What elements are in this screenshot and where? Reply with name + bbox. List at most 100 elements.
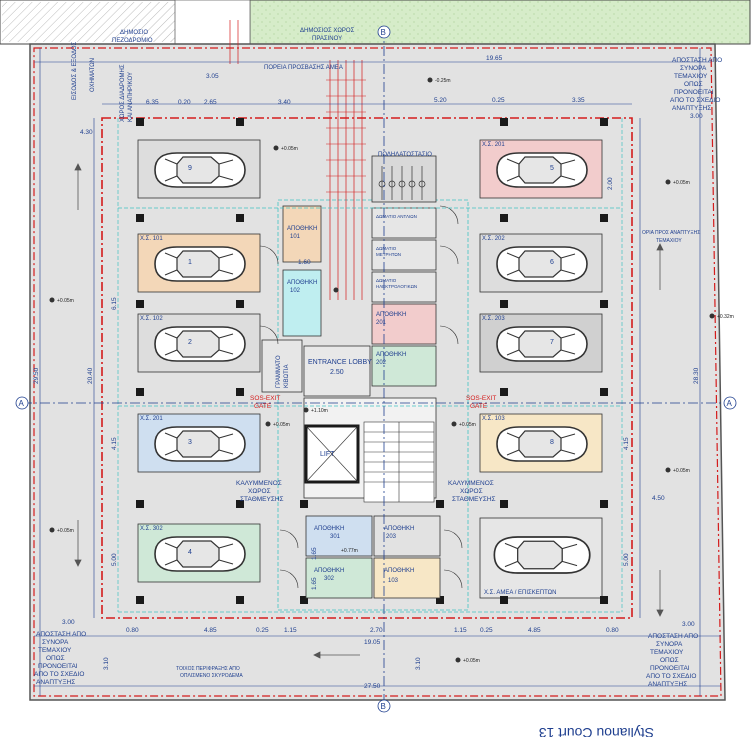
dim-side-2: 20.40: [87, 367, 94, 384]
dim-bottom-4: 0.25: [256, 627, 269, 634]
svg-text:ΑΠΟΣΤΑΣΗ ΑΠΟ: ΑΠΟΣΤΑΣΗ ΑΠΟ: [648, 633, 698, 640]
columns: [136, 118, 608, 604]
svg-text:ΟΠΩΣ: ΟΠΩΣ: [46, 655, 65, 662]
storage-203: [373, 515, 441, 557]
tech-room-2: [371, 239, 437, 271]
sos-exit-right: SOS-EXIT: [466, 395, 496, 402]
tech-room-1: [371, 207, 437, 239]
car-accessible: [493, 536, 591, 574]
parking-tag-5: Χ.Σ. 201: [482, 142, 505, 148]
boundary-note: ΟΡΙΑ ΠΡΟΣ ΑΝΑΠΤΥΞΗΣ ΤΕΜΑΧΙΟΥ: [642, 230, 700, 244]
svg-text:B: B: [381, 28, 386, 37]
storage-202: [371, 345, 437, 387]
car-8: [496, 426, 588, 462]
svg-text:ΟΠΩΣ: ΟΠΩΣ: [684, 81, 703, 88]
gate-right: GATE: [470, 403, 488, 410]
public-sidewalk-label-1: ΔΗΜΟΣΙΟ: [120, 30, 148, 36]
storage-102-num: 102: [290, 288, 301, 294]
dim-side-13: 1.65: [311, 577, 318, 590]
level-label-1: +0.05m: [281, 146, 298, 152]
storage-302-label: ΑΠΟΘΗΚΗ: [314, 568, 344, 574]
staircase: [363, 421, 435, 503]
tech-room-label-2a: ΔΩΜΑΤΙΟ: [376, 246, 397, 251]
storage-202-num: 202: [376, 360, 387, 366]
dim-side-11: 1.60: [298, 259, 311, 266]
dim-top-8: 0.25: [492, 97, 505, 104]
svg-text:A: A: [19, 399, 25, 408]
dim-bottom-6: 2.70: [370, 627, 383, 634]
parking-number-4: 4: [188, 549, 192, 556]
storage-101: [282, 205, 322, 263]
parking-tag-7: Χ.Σ. 203: [482, 316, 505, 322]
storage-302: [305, 557, 373, 599]
setback-note-bottom-left: ΑΠΟΣΤΑΣΗ ΑΠΟ ΣΥΝΟΡΑ ΤΕΜΑΧΙΟΥ ΟΠΩΣ ΠΡΟΝΟΕ…: [34, 631, 86, 686]
level-label-10: +0.05m: [463, 658, 480, 664]
parking-number-8: 8: [550, 439, 554, 446]
covered-parking-left-2: ΧΩΡΟΣ: [248, 488, 271, 495]
dim-top-3: 6.35: [146, 99, 159, 106]
tech-room-label-2b: ΜΕΤΡΗΤΩΝ: [376, 252, 401, 257]
axis-marker-left: A: [15, 396, 29, 410]
dim-bottom-9: 4.85: [528, 627, 541, 634]
guide-lines: [117, 118, 623, 613]
lift-label: LIFT: [320, 451, 335, 458]
level-markers: [49, 77, 715, 663]
sos-exit-left: SOS-EXIT: [250, 395, 280, 402]
dim-bottom-11: 19.05: [364, 639, 381, 646]
dim-top-4: 0.20: [178, 99, 191, 106]
dim-side-7: 5.00: [111, 553, 118, 566]
svg-text:ΚΙΒΩΤΙΑ: ΚΙΒΩΤΙΑ: [284, 365, 290, 389]
public-sidewalk-label-2: ΠΕΖΟΔΡΟΜΙΟ: [112, 38, 153, 44]
svg-text:ΑΝΑΠΤΥΞΗΣ: ΑΝΑΠΤΥΞΗΣ: [36, 679, 75, 686]
access-ramp: [229, 20, 363, 300]
level-label-2: -0.25m: [435, 78, 451, 84]
bicycle-icon: [378, 166, 426, 200]
covered-parking-right-1: ΚΑΛΥΜΜΕΝΟΣ: [448, 480, 494, 487]
public-green-label-1: ΔΗΜΟΣΙΟΣ ΧΩΡΟΣ: [300, 28, 355, 34]
dim-side-14: 3.10: [103, 657, 110, 670]
tech-room-3: [371, 271, 437, 303]
dim-bottom-7: 1.15: [454, 627, 467, 634]
dim-side-6: 6.15: [111, 297, 118, 310]
parking-number-2: 2: [188, 339, 192, 346]
parking-tag-8: Χ.Σ. 103: [482, 416, 505, 422]
axis-marker-right: A: [723, 396, 737, 410]
storage-203-num: 203: [386, 534, 397, 540]
axis-marker-bottom: B: [377, 699, 391, 713]
svg-text:ΑΠΟΣΤΑΣΗ ΑΠΟ: ΑΠΟΣΤΑΣΗ ΑΠΟ: [36, 631, 86, 638]
car-4: [154, 536, 246, 572]
setback-note-bottom-right: ΑΠΟΣΤΑΣΗ ΑΠΟ ΣΥΝΟΡΑ ΤΕΜΑΧΙΟΥ ΟΠΩΣ ΠΡΟΝΟΕ…: [646, 633, 698, 688]
level-label-12: +0.77m: [341, 548, 358, 554]
car-7: [496, 326, 588, 362]
storage-203-label: ΑΠΟΘΗΚΗ: [384, 526, 414, 532]
parking-number-1: 1: [188, 259, 192, 266]
storage-102: [282, 269, 322, 337]
dim-side-3: 28.30: [693, 367, 700, 384]
svg-text:ΑΠΟ ΤΟ ΣΧΕΔΙΟ: ΑΠΟ ΤΟ ΣΧΕΔΙΟ: [646, 673, 696, 680]
mailbox-room: [261, 339, 303, 393]
svg-text:ΟΠΛΙΣΜΕΝΟ ΣΚΥΡΟΔΕΜΑ: ΟΠΛΙΣΜΕΝΟ ΣΚΥΡΟΔΕΜΑ: [180, 673, 243, 679]
dim-bottom-1: 3.00: [62, 619, 75, 626]
car-6: [496, 246, 588, 282]
dim-side-5: 4.15: [623, 437, 630, 450]
storage-301-num: 301: [330, 534, 341, 540]
gate-left: GATE: [254, 403, 272, 410]
svg-text:ΤΕΜΑΧΙΟΥ: ΤΕΜΑΧΙΟΥ: [38, 647, 72, 654]
storage-201: [371, 303, 437, 345]
parking-tag-2: Χ.Σ. 102: [140, 316, 163, 322]
covered-parking-right-3: ΣΤΑΘΜΕΥΣΗΣ: [452, 496, 496, 503]
dim-top-7: 5.20: [434, 97, 447, 104]
dim-side-1: 29.50: [33, 367, 40, 384]
dim-top-1: 19.65: [486, 55, 503, 62]
level-label-3: +0.05m: [673, 180, 690, 186]
svg-text:ΑΠΟ ΤΟ ΣΧΕΔΙΟ: ΑΠΟ ΤΟ ΣΧΕΔΙΟ: [34, 671, 84, 678]
svg-text:A: A: [727, 399, 733, 408]
svg-text:ΟΠΩΣ: ΟΠΩΣ: [660, 657, 679, 664]
svg-text:ΑΝΑΠΤΥΞΗΣ: ΑΝΑΠΤΥΞΗΣ: [672, 105, 711, 112]
green-area: [249, 0, 751, 45]
svg-text:ΚΑΙ ΑΝΑΠΗΡΙΚΟΥ: ΚΑΙ ΑΝΑΠΗΡΙΚΟΥ: [128, 72, 134, 122]
covered-parking-left-1: ΚΑΛΥΜΜΕΝΟΣ: [236, 480, 282, 487]
dim-top-11: 4.30: [80, 129, 93, 136]
car-3: [154, 426, 246, 462]
dim-side-9: 4.50: [652, 495, 665, 502]
